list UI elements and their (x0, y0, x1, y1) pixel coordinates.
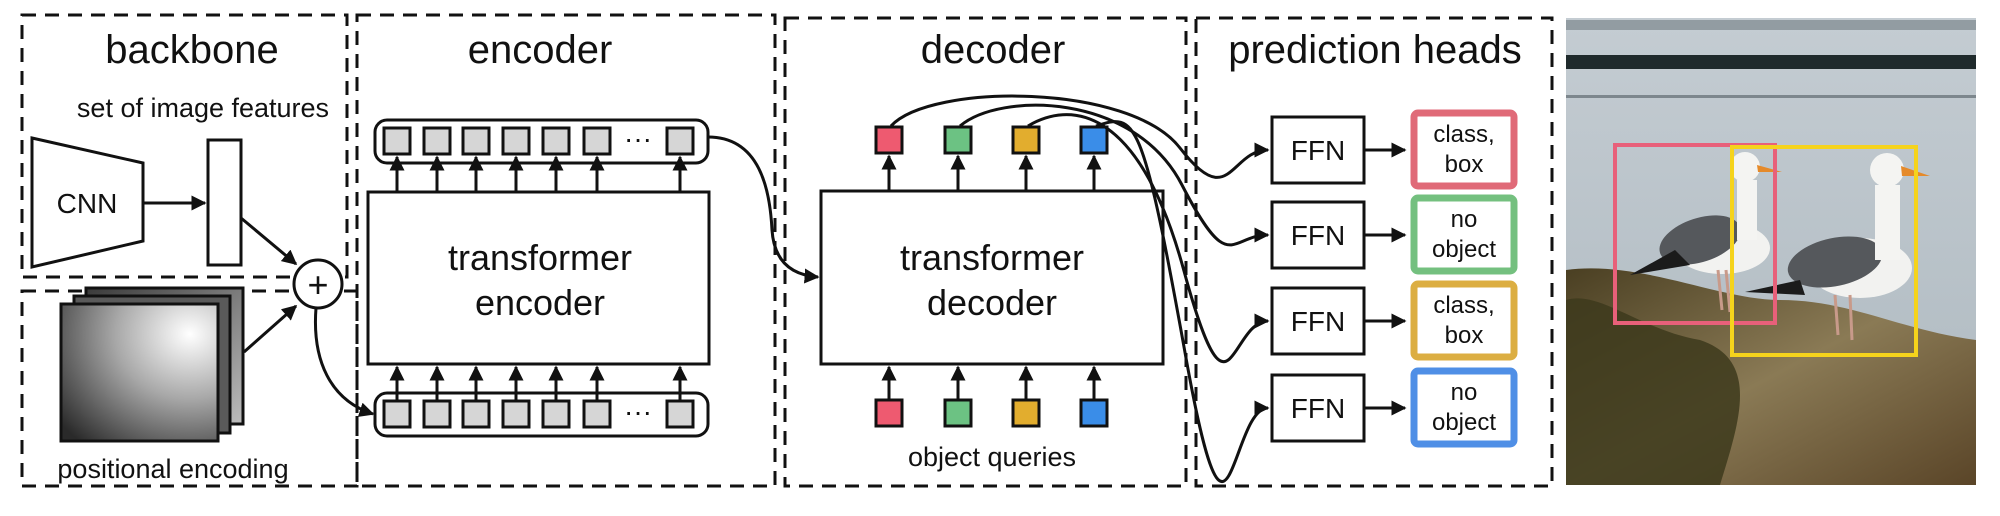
photo-water-stripe (1566, 95, 1976, 98)
decoder-to-ffn-arrow (959, 103, 1270, 247)
decoder-frame (783, 16, 1188, 488)
example-photo (1566, 18, 1976, 485)
sum-to-encoder-arrow (313, 307, 375, 417)
object-query (1079, 398, 1109, 428)
prediction-head-row: FFN class, box (1270, 280, 1518, 361)
prediction-output-line2: box (1445, 151, 1484, 178)
object-query (874, 398, 904, 428)
prediction-output-line1: no (1451, 206, 1478, 233)
encoder-input-token (582, 399, 612, 429)
photo-water-stripe (1566, 55, 1976, 69)
transformer-decoder-label-1: transformer (900, 237, 1084, 278)
pe-plane-front (59, 302, 220, 443)
seagull-right (1745, 153, 1930, 341)
decoder-to-ffn-arrow (1095, 120, 1270, 483)
encoder-input-token (665, 399, 695, 429)
encoder-input-token (541, 399, 571, 429)
transformer-encoder-label-2: encoder (475, 282, 605, 323)
encoder-section: encoder ··· transformer encoder ··· (355, 13, 820, 488)
transformer-encoder-block (366, 190, 711, 366)
ffn-box (1270, 286, 1366, 356)
ffn-label: FFN (1291, 135, 1345, 166)
decoder-title: decoder (921, 28, 1066, 72)
decoder-to-ffn-arrow (889, 94, 1270, 179)
ffn-label: FFN (1291, 393, 1345, 424)
seagull-left (1630, 152, 1782, 313)
ffn-box (1270, 373, 1366, 443)
pe-to-sum-arrow (243, 304, 298, 354)
ffn-label: FFN (1291, 220, 1345, 251)
plus-icon: + (307, 264, 328, 305)
positional-encoding-section: positional encoding (20, 286, 359, 488)
detection-box-red (1613, 143, 1777, 325)
prediction-heads-frame (1194, 16, 1554, 488)
encoder-output-token (582, 126, 612, 156)
encoder-output-tokens (382, 126, 695, 156)
encoder-output-token (382, 126, 412, 156)
object-query (943, 398, 973, 428)
prediction-output-line2: object (1432, 409, 1496, 436)
decoder-query-squares (874, 125, 1109, 428)
cnn-label: CNN (57, 188, 118, 219)
object-queries-label: object queries (908, 442, 1076, 472)
plus-circle (292, 258, 344, 310)
decoder-output-embedding (874, 125, 904, 155)
prediction-head-rows: FFNclass,boxFFNnoobjectFFNclass,boxFFNno… (1270, 109, 1518, 448)
backbone-title: backbone (105, 28, 278, 72)
encoder-to-decoder-arrow (707, 135, 820, 284)
prediction-head-row: FFN no object (1270, 367, 1518, 448)
decoder-output-embedding (943, 125, 973, 155)
prediction-output-box (1410, 109, 1518, 190)
cnn-block (30, 136, 145, 269)
prediction-heads-title: prediction heads (1228, 28, 1522, 72)
prediction-output-line1: no (1451, 379, 1478, 406)
decoder-to-heads-arrows (889, 94, 1270, 483)
prediction-heads-section: prediction heads FFNclass,boxFFNnoobject… (1194, 16, 1554, 488)
encoder-input-ellipsis: ··· (624, 396, 652, 427)
ffn-box (1270, 200, 1366, 270)
feature-map (206, 138, 243, 267)
transformer-decoder-block (819, 189, 1165, 366)
prediction-head-row: FFN class, box (1270, 109, 1518, 190)
encoder-output-ellipsis: ··· (624, 123, 652, 154)
photo-moss (1566, 298, 1740, 485)
detection-box-yellow (1730, 145, 1918, 357)
backbone-frame (20, 13, 349, 279)
prediction-output-line2: object (1432, 236, 1496, 263)
encoder-input-token (461, 399, 491, 429)
transformer-encoder-label-1: transformer (448, 237, 632, 278)
prediction-head-row: FFN no object (1270, 194, 1518, 275)
ffn-label: FFN (1291, 306, 1345, 337)
decoder-to-ffn-arrow (1027, 113, 1270, 364)
prediction-output-box (1410, 367, 1518, 448)
encoder-input-token (501, 399, 531, 429)
transformer-decoder-label-2: decoder (927, 282, 1057, 323)
prediction-output-line1: class, (1433, 121, 1494, 148)
prediction-output-box (1410, 280, 1518, 361)
prediction-output-box (1410, 194, 1518, 275)
photo-water-stripe (1566, 20, 1976, 30)
decoder-output-embedding (1011, 125, 1041, 155)
object-query (1011, 398, 1041, 428)
prediction-output-line2: box (1445, 322, 1484, 349)
decoder-output-embedding (1079, 125, 1109, 155)
encoder-arrows (389, 155, 688, 401)
encoder-output-token (461, 126, 491, 156)
encoder-output-token (665, 126, 695, 156)
features-to-sum-arrow (240, 216, 298, 266)
positional-encoding-label: positional encoding (57, 454, 288, 484)
encoder-output-token (422, 126, 452, 156)
encoder-input-token (382, 399, 412, 429)
backbone-section: backbone set of image features CNN (20, 13, 349, 279)
encoder-output-token (501, 126, 531, 156)
sum-node: + (292, 258, 375, 417)
encoder-input-token (422, 399, 452, 429)
decoder-section: decoder transformer decoder object queri… (783, 16, 1270, 488)
image-features-label: set of image features (77, 93, 329, 123)
encoder-title: encoder (468, 28, 613, 72)
encoder-output-token (541, 126, 571, 156)
prediction-output-line1: class, (1433, 292, 1494, 319)
